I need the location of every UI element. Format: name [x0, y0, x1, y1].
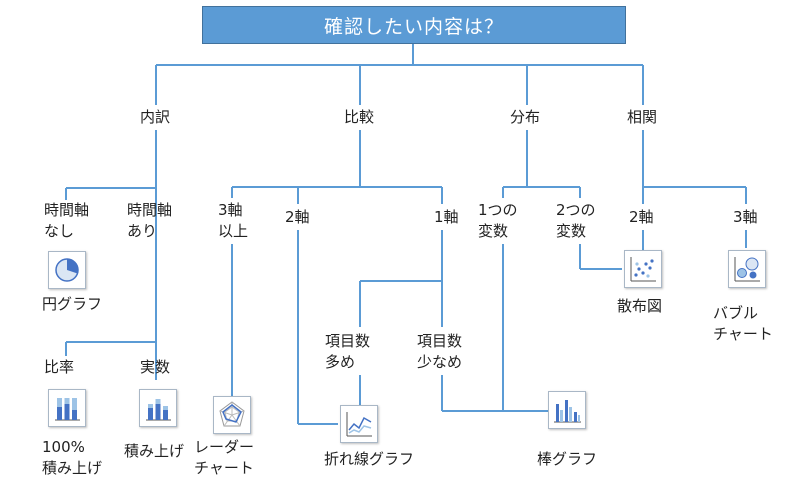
pie-chart-icon	[48, 251, 86, 289]
stacked-100-chart-icon	[48, 389, 86, 427]
label-with-time-axis: 時間軸 あり	[127, 201, 173, 240]
category-comparison: 比較	[344, 108, 375, 126]
stacked-chart-icon	[139, 389, 177, 427]
chart-label-pie: 円グラフ	[42, 295, 103, 313]
label-one-axis: 1軸	[434, 208, 459, 226]
label-many-items: 項目数 多め	[325, 332, 371, 371]
chart-label-radar: レーダー チャート	[194, 438, 255, 477]
root-question: 確認したい内容は？	[323, 15, 504, 38]
label-no-time-axis: 時間軸 なし	[44, 201, 90, 240]
chart-label-bubble: バブル チャート	[713, 304, 773, 343]
label-one-variable: 1つの 変数	[478, 201, 518, 240]
label-two-axes: 2軸	[285, 208, 310, 226]
label-corr-three-axes: 3軸	[733, 208, 758, 226]
radar-chart-icon	[213, 396, 251, 434]
bubble-chart-icon	[728, 250, 766, 288]
scatter-chart-icon	[624, 250, 662, 288]
label-two-variables: 2つの 変数	[556, 201, 596, 240]
chart-label-line: 折れ線グラフ	[324, 450, 415, 468]
label-corr-two-axes: 2軸	[629, 208, 654, 226]
chart-label-stacked: 積み上げ	[124, 442, 185, 460]
chart-label-scatter: 散布図	[617, 297, 663, 315]
label-few-items: 項目数 少なめ	[417, 332, 463, 371]
label-ratio: 比率	[44, 358, 75, 376]
label-three-axes-plus: 3軸 以上	[218, 201, 249, 240]
label-actual: 実数	[140, 358, 171, 376]
line-chart-icon	[340, 405, 378, 443]
chart-label-stacked-100: 100% 積み上げ	[42, 438, 103, 477]
category-distribution: 分布	[510, 108, 541, 126]
category-breakdown: 内訳	[140, 108, 171, 126]
bar-chart-icon	[548, 391, 586, 429]
chart-label-bar: 棒グラフ	[537, 450, 598, 468]
category-correlation: 相関	[627, 108, 658, 126]
root-question-box: 確認したい内容は？	[202, 6, 626, 44]
